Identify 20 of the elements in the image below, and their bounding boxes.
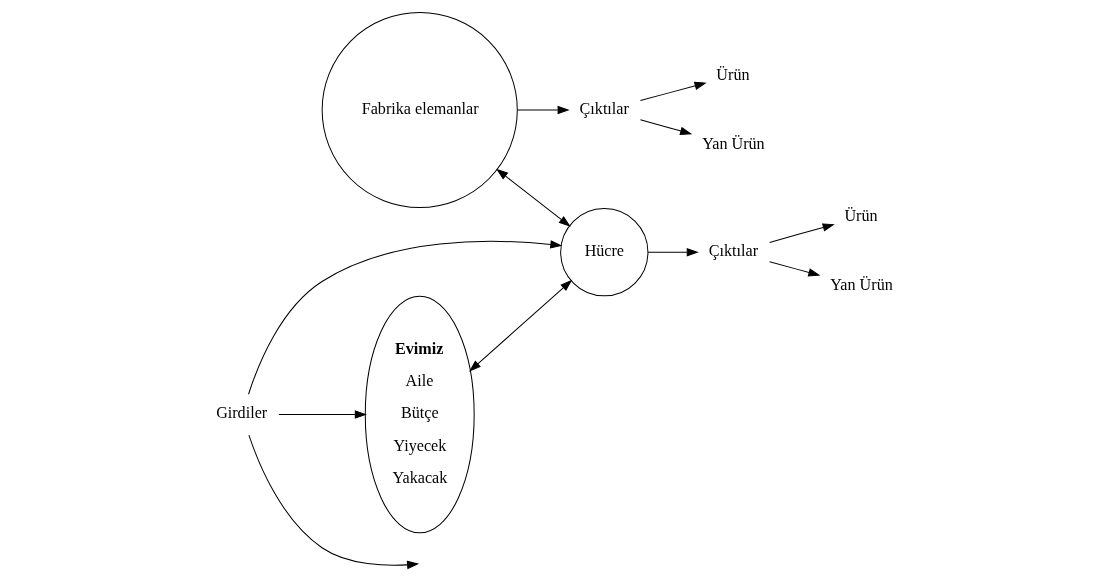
node-text: Ürün (715, 65, 750, 83)
arrow (647, 247, 699, 257)
arrow (639, 119, 692, 135)
node-text: Girdiler (215, 404, 267, 422)
node-text: Yan Ürün (701, 135, 765, 153)
arrow (768, 261, 820, 277)
arrow (277, 410, 367, 419)
node-circle: Fabrika elemanlar (321, 11, 518, 209)
arrow (247, 434, 419, 570)
arrow (768, 223, 835, 243)
arrow (639, 81, 707, 102)
node-ellipse: Evimiz Aile Bütçe Yiyecek Yakacak (364, 295, 475, 534)
arrow (468, 279, 572, 372)
node-text: Çıktılar (708, 242, 758, 260)
arrow (516, 105, 570, 115)
node-text: Çıktılar (579, 99, 629, 117)
node-text: Ürün (843, 206, 878, 224)
arrow (495, 168, 571, 227)
node-text: Yan Ürün (829, 276, 893, 294)
arrow (247, 240, 562, 395)
